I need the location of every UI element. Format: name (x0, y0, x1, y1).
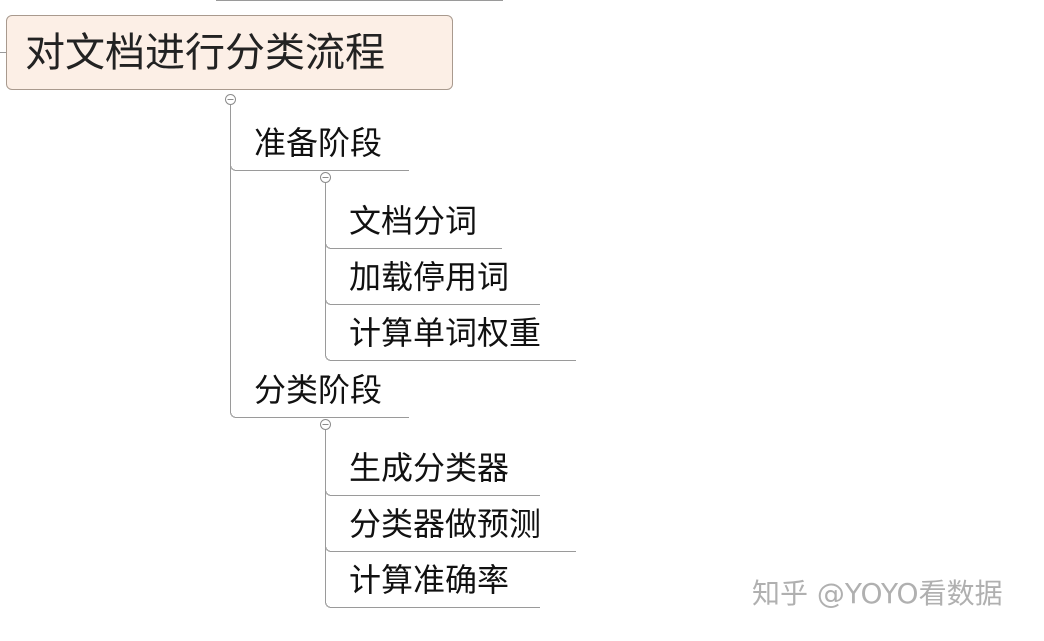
leaf-underline-3 (325, 353, 576, 361)
leaf-predict-label[interactable]: 分类器做预测 (349, 505, 542, 543)
branch-underline-classify (230, 410, 409, 418)
branch-prep-label[interactable]: 准备阶段 (254, 124, 383, 162)
collapse-minus-icon[interactable] (320, 172, 331, 183)
branch-classify-label[interactable]: 分类阶段 (254, 371, 383, 409)
leaf-underline-1 (325, 241, 502, 249)
leaf-build-classifier-label[interactable]: 生成分类器 (349, 449, 510, 487)
branch-underline-prep (230, 163, 409, 171)
leaf-word-weight-label[interactable]: 计算单词权重 (349, 314, 542, 352)
leaf-underline-5 (325, 544, 576, 552)
leaf-stopwords-label[interactable]: 加载停用词 (349, 258, 510, 296)
root-topic-label: 对文档进行分类流程 (25, 30, 385, 76)
collapse-minus-icon[interactable] (225, 94, 236, 105)
leaf-underline-6 (325, 600, 540, 608)
leaf-underline-4 (325, 488, 540, 496)
root-topic-node[interactable]: 对文档进行分类流程 (6, 15, 453, 90)
leaf-tokenize-label[interactable]: 文档分词 (349, 202, 478, 240)
collapse-minus-icon[interactable] (320, 419, 331, 430)
leaf-accuracy-label[interactable]: 计算准确率 (349, 561, 510, 599)
leaf-underline-2 (325, 297, 540, 305)
watermark-text: 知乎 @YOYO看数据 (752, 577, 1003, 610)
